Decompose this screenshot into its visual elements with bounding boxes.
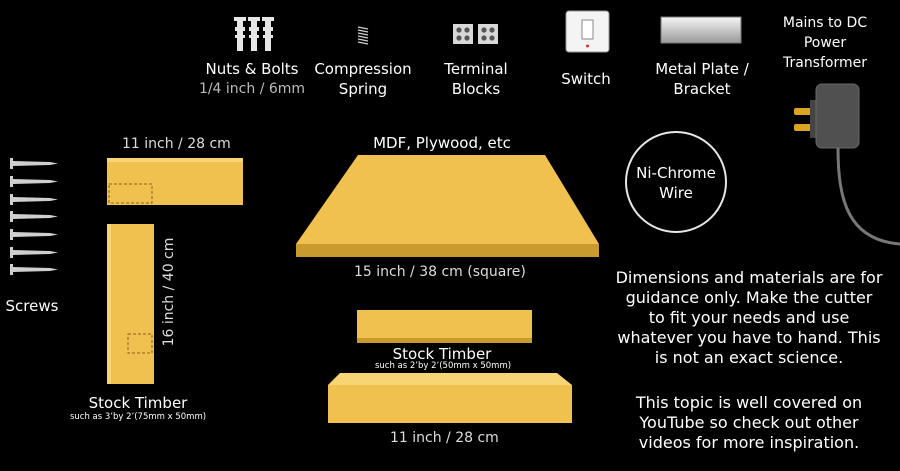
note-line: to fit your needs and use xyxy=(648,308,850,327)
terminal-blocks-icon xyxy=(453,24,498,44)
transformer-label-line3: Transformer xyxy=(782,55,867,71)
plate-label-line2: Bracket xyxy=(673,80,731,98)
note-line: videos for more inspiration. xyxy=(638,433,860,452)
terminal-label-line1: Terminal xyxy=(444,60,508,78)
nuts-bolts-title: Nuts & Bolts xyxy=(205,60,299,78)
spring-label-line1: Compression xyxy=(314,60,412,78)
left-horizontal-timber xyxy=(107,158,243,205)
left-timber-length-dimension: 16 inch / 40 cm xyxy=(161,237,177,347)
board-dimension: 15 inch / 38 cm (square) xyxy=(354,264,526,280)
transformer-icon xyxy=(794,83,900,246)
bolts-icon xyxy=(234,17,274,51)
plate-label-line1: Metal Plate / xyxy=(655,60,749,78)
switch-icon xyxy=(565,10,610,53)
note-line: This topic is well covered on xyxy=(635,393,863,412)
center-timber-dimension: 11 inch / 28 cm xyxy=(390,430,499,446)
left-timber-subtitle: such as 3’by 2’(75mm x 50mm) xyxy=(69,412,207,422)
center-timber-title: Stock Timber xyxy=(392,345,492,363)
terminal-label-line2: Blocks xyxy=(451,80,501,98)
transformer-label-line2: Power xyxy=(803,35,847,51)
center-long-timber xyxy=(328,373,572,423)
note-line: whatever you have to hand. This xyxy=(617,328,881,347)
terminal-blocks-label: Terminal Blocks xyxy=(432,59,520,99)
nichrome-wire-label: Ni-Chrome Wire xyxy=(630,163,722,203)
screws-icon xyxy=(10,158,58,275)
transformer-label-line1: Mains to DC xyxy=(782,15,868,31)
metal-plate-label: Metal Plate / Bracket xyxy=(647,59,757,99)
spring-label-line2: Spring xyxy=(338,80,388,98)
note-line: guidance only. Make the cutter xyxy=(625,288,873,307)
left-vertical-timber xyxy=(107,224,154,384)
youtube-note: This topic is well covered on YouTube so… xyxy=(603,393,895,453)
spring-label: Compression Spring xyxy=(312,59,414,99)
nichrome-wire-coil xyxy=(625,131,727,233)
note-line: YouTube so check out other xyxy=(639,413,859,432)
transformer-label: Mains to DC Power Transformer xyxy=(770,13,880,73)
mdf-board xyxy=(296,155,599,257)
left-timber-title: Stock Timber xyxy=(88,394,188,412)
nuts-bolts-size: 1/4 inch / 6mm xyxy=(198,81,306,97)
center-small-timber xyxy=(357,310,532,343)
center-timber-subtitle: such as 2’by 2’(50mm x 50mm) xyxy=(374,361,512,371)
guidance-note: Dimensions and materials are for guidanc… xyxy=(603,268,895,368)
note-line: Dimensions and materials are for xyxy=(615,268,883,287)
wire-label-line2: Wire xyxy=(659,184,693,202)
note-line: is not an exact science. xyxy=(654,348,844,367)
left-timber-width-dimension: 11 inch / 28 cm xyxy=(122,136,231,152)
screws-label: Screws xyxy=(5,297,59,315)
switch-label: Switch xyxy=(561,70,611,88)
board-title: MDF, Plywood, etc xyxy=(373,134,511,152)
metal-plate-icon xyxy=(660,16,742,44)
nuts-bolts-label: Nuts & Bolts 1/4 inch / 6mm xyxy=(196,59,308,99)
wire-label-line1: Ni-Chrome xyxy=(636,164,716,182)
spring-icon xyxy=(357,26,369,45)
